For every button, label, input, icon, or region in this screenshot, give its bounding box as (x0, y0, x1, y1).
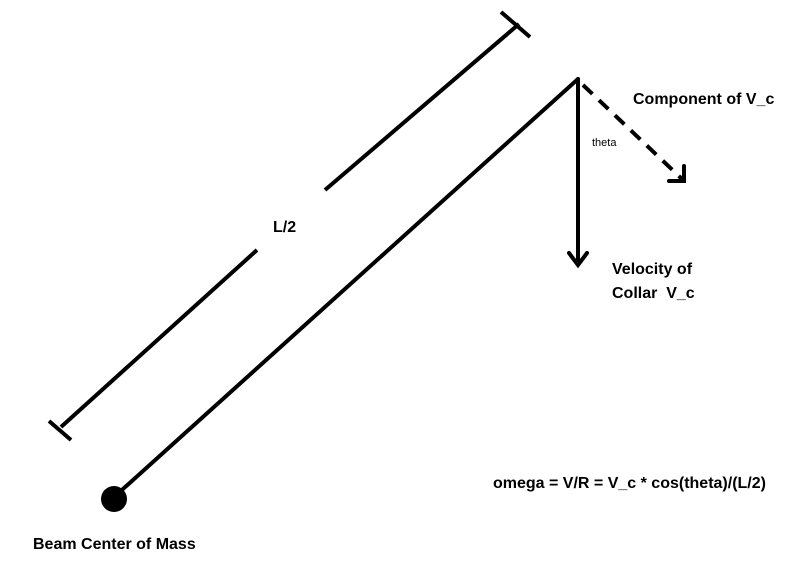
component-arrow-shaft (581, 83, 684, 181)
component-arrow (581, 83, 686, 183)
omega-equation: omega = V/R = V_c * cos(theta)/(L/2) (493, 475, 766, 492)
beam-line (111, 77, 580, 500)
dimension-end-tick-top (499, 10, 532, 39)
theta-label: theta (592, 137, 617, 149)
center-of-mass-dot (101, 486, 127, 512)
length-label: L/2 (273, 219, 296, 236)
component-arrowhead (667, 164, 686, 183)
velocity-arrow (567, 77, 589, 269)
velocity-label-line2: Collar V_c (612, 285, 695, 302)
component-label: Component of V_c (633, 91, 774, 108)
dimension-line-l-half (47, 10, 532, 442)
dimension-line-upper-segment (323, 22, 521, 192)
dimension-end-tick-bottom (47, 419, 73, 442)
dimension-line-lower-segment (59, 248, 259, 429)
velocity-arrowhead (567, 251, 589, 269)
center-of-mass-label: Beam Center of Mass (33, 536, 196, 553)
velocity-label-line1: Velocity of (612, 261, 693, 278)
